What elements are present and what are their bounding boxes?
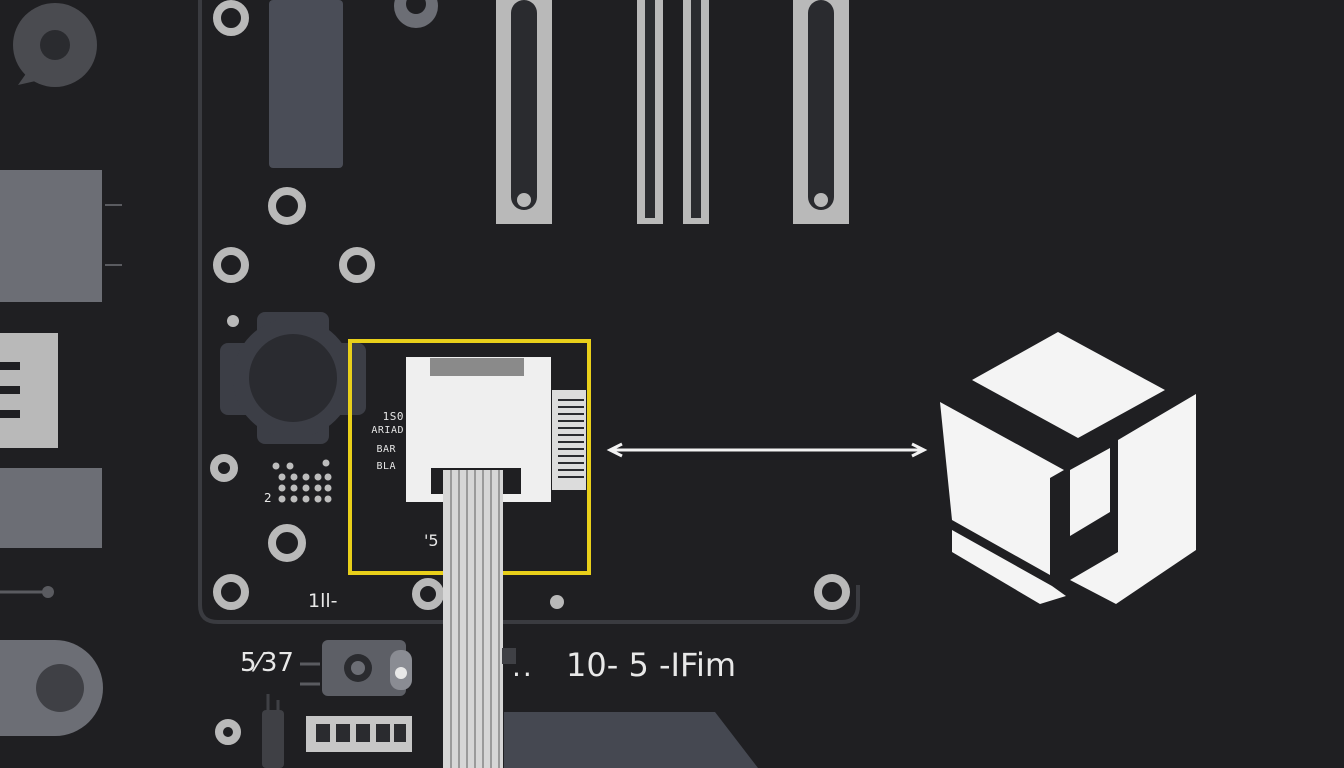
chip-text-line3: BAR — [376, 444, 396, 455]
expansion-slot-3 — [793, 0, 849, 224]
chip-pin-label: '5 — [424, 531, 439, 550]
chip-text-line4: BLA — [376, 461, 396, 472]
mounting-hole — [339, 247, 375, 283]
right-readout-label: 10- 5 -IFim — [566, 646, 737, 684]
board-outline — [198, 0, 860, 624]
mounting-hole — [210, 454, 238, 482]
mounting-hole — [814, 574, 850, 610]
expansion-slot-1 — [496, 0, 552, 224]
cube-icon — [940, 332, 1196, 604]
mounting-hole — [268, 524, 306, 562]
pin-dot-grid — [272, 459, 332, 503]
mounting-hole — [213, 247, 249, 283]
bottom-tray — [504, 712, 758, 768]
left-io-connector-icon — [0, 333, 58, 448]
small-bracket — [502, 648, 516, 664]
mounting-hole — [213, 0, 249, 36]
board-label-lower-left: 5⁄37 — [240, 648, 294, 678]
dot-grid-label: 2 — [264, 491, 272, 505]
left-port-block-top — [0, 170, 102, 302]
memory-module-icon — [306, 716, 412, 752]
capacitor-icon — [262, 694, 284, 768]
chip-text-line1: 1S0 — [382, 410, 404, 423]
board-label-dots: .. — [512, 650, 534, 683]
mounting-hole — [268, 187, 306, 225]
mounting-hole — [215, 719, 241, 745]
chip-text-line2: ARIAD — [371, 425, 404, 436]
vertical-module — [269, 0, 343, 168]
mounting-holes — [210, 0, 850, 745]
chip-barcode-icon — [552, 390, 586, 490]
left-port-block-bottom — [0, 468, 102, 548]
top-left-badge-icon — [13, 3, 97, 87]
board-label-left-bottom: 1ll- — [308, 590, 338, 612]
lower-switch-icon — [300, 640, 412, 696]
flex-ribbon-cable-icon — [443, 470, 503, 768]
gear-icon — [220, 312, 366, 444]
expansion-slot-2 — [637, 0, 709, 224]
mounting-hole — [412, 578, 444, 610]
left-knob-icon — [0, 640, 103, 736]
mounting-hole — [213, 574, 249, 610]
double-arrow-icon — [606, 442, 928, 458]
